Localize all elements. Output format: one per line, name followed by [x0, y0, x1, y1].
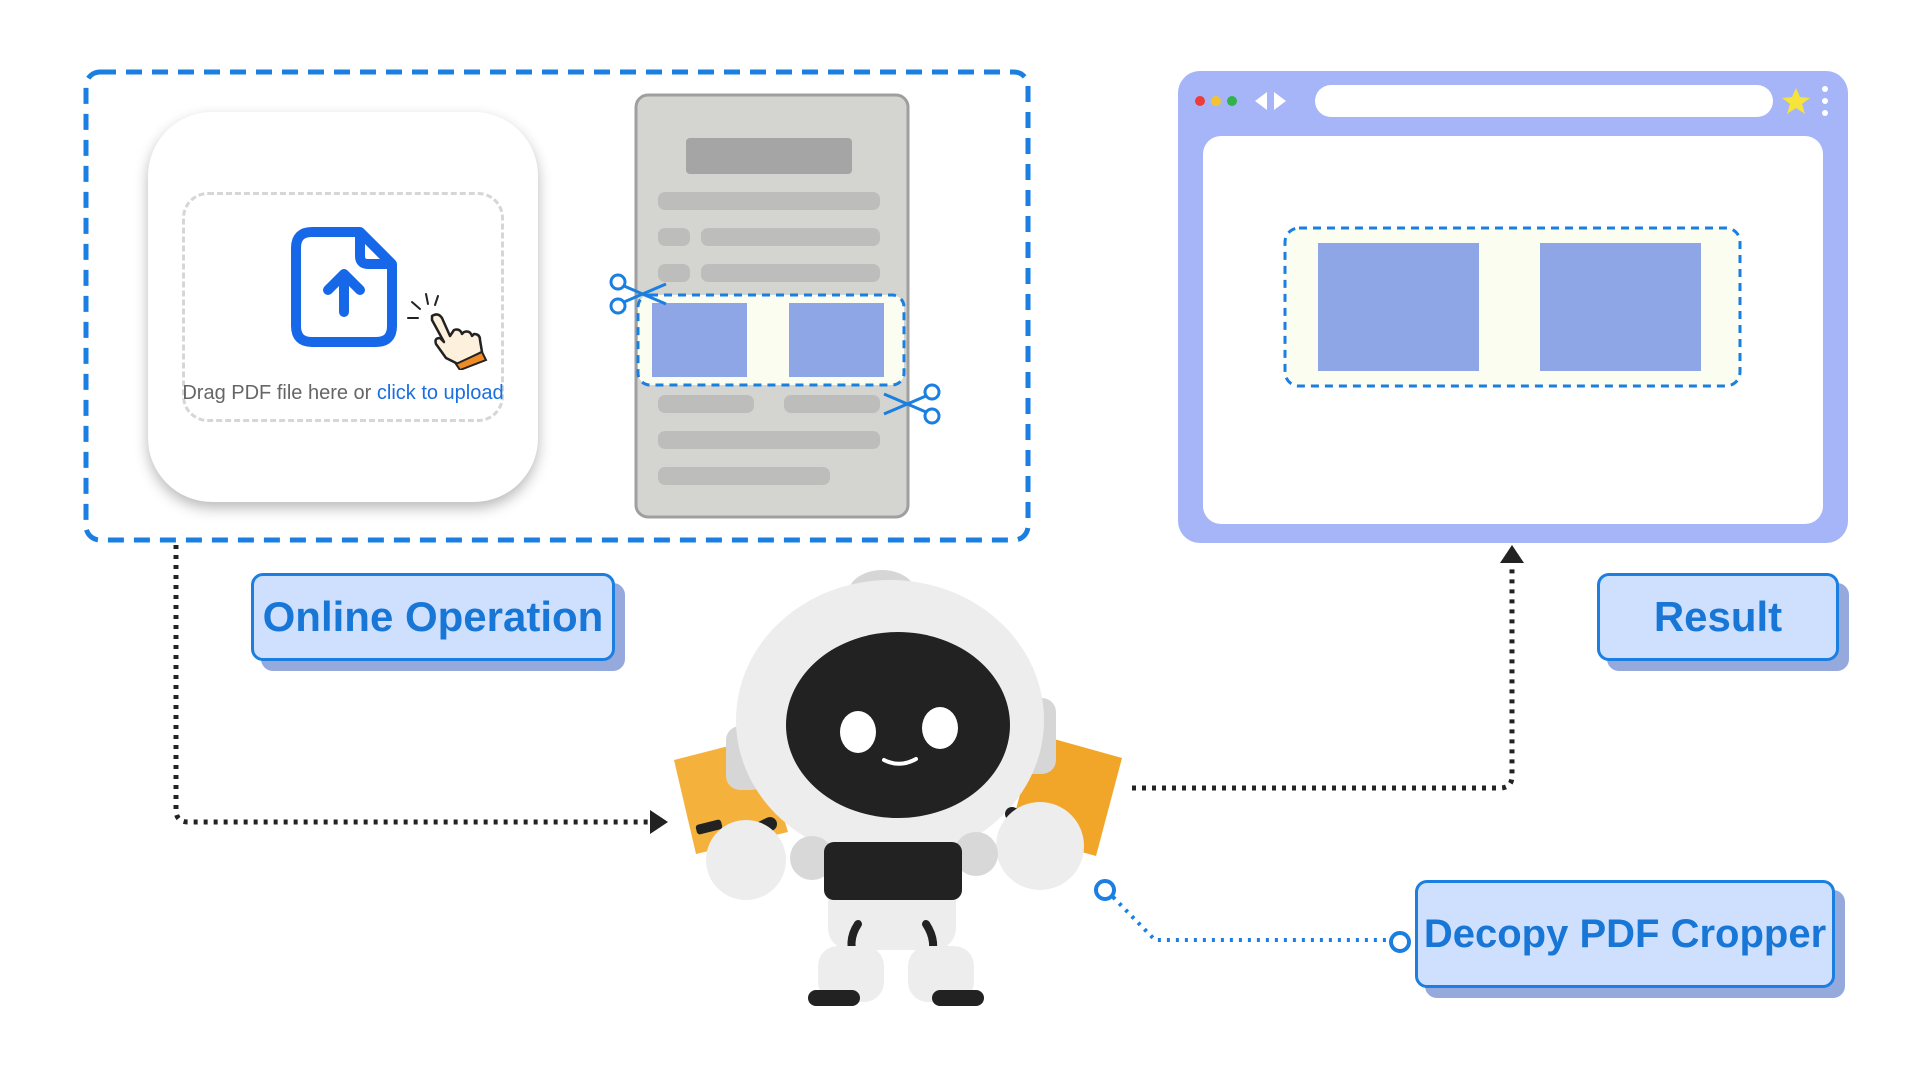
result-block-left — [1318, 243, 1479, 371]
drop-prompt: Drag PDF file here or — [182, 382, 377, 404]
url-bar[interactable] — [1315, 85, 1773, 117]
robot-sole-right — [932, 990, 984, 1006]
document-line — [658, 467, 830, 485]
robot-foot-left — [818, 946, 884, 1002]
star-icon[interactable] — [1782, 88, 1810, 114]
drop-zone[interactable] — [182, 192, 504, 422]
upload-file-icon — [291, 227, 397, 347]
robot-sole-left — [808, 990, 860, 1006]
connector-start-dot — [1094, 879, 1116, 901]
scissors-icon — [883, 383, 941, 425]
upload-card[interactable]: Drag PDF file here or click to upload — [148, 112, 538, 502]
robot-eye-right — [922, 707, 958, 749]
robot-smile — [882, 757, 918, 766]
document-line — [658, 264, 690, 282]
menu-dots-icon[interactable] — [1822, 86, 1828, 92]
label-result: Result — [1597, 573, 1839, 661]
arrow-left-icon[interactable] — [1255, 92, 1267, 110]
document-line — [658, 192, 880, 210]
document-line — [701, 228, 880, 246]
document-line — [658, 395, 754, 413]
scissors-icon — [609, 273, 667, 315]
arrow-head-right-icon — [650, 810, 668, 834]
document-line — [658, 431, 880, 449]
menu-dots-icon — [1822, 98, 1828, 104]
browser-window — [1178, 71, 1848, 543]
robot-foot-right — [908, 946, 974, 1002]
document-title-bar — [686, 138, 852, 174]
robot-face — [786, 632, 1010, 818]
window-control-minimize[interactable] — [1211, 96, 1221, 106]
robot-shoulder-left — [790, 836, 834, 880]
robot-hand-left — [706, 820, 786, 900]
label-online-operation: Online Operation — [251, 573, 615, 661]
robot-eye-left — [840, 711, 876, 753]
document-line — [784, 395, 880, 413]
result-block-right — [1540, 243, 1701, 371]
menu-dots-icon — [1822, 110, 1828, 116]
operation-dashed-frame — [83, 69, 1031, 543]
drop-instruction: Drag PDF file here or click to upload — [148, 382, 538, 405]
document-illustration — [609, 93, 941, 519]
crop-block-left — [652, 303, 747, 377]
robot-hand-right — [996, 802, 1084, 890]
connector-robot-to-product — [1111, 895, 1390, 942]
robot-chest-panel — [824, 842, 962, 900]
crop-block-right — [789, 303, 884, 377]
connector-end-dot — [1389, 931, 1411, 953]
document-line — [658, 228, 690, 246]
arrow-right-icon[interactable] — [1274, 92, 1286, 110]
connector-robot-to-result — [1132, 565, 1515, 791]
click-to-upload-link[interactable]: click to upload — [376, 382, 504, 404]
robot-mascot — [674, 570, 1122, 1006]
arrow-head-up-icon — [1500, 545, 1524, 563]
window-control-maximize[interactable] — [1227, 96, 1237, 106]
pointer-hand-icon — [407, 293, 488, 370]
label-product-name: Decopy PDF Cropper — [1415, 880, 1835, 988]
robot-shoulder-right — [954, 832, 998, 876]
document-line — [701, 264, 880, 282]
window-control-close[interactable] — [1195, 96, 1205, 106]
